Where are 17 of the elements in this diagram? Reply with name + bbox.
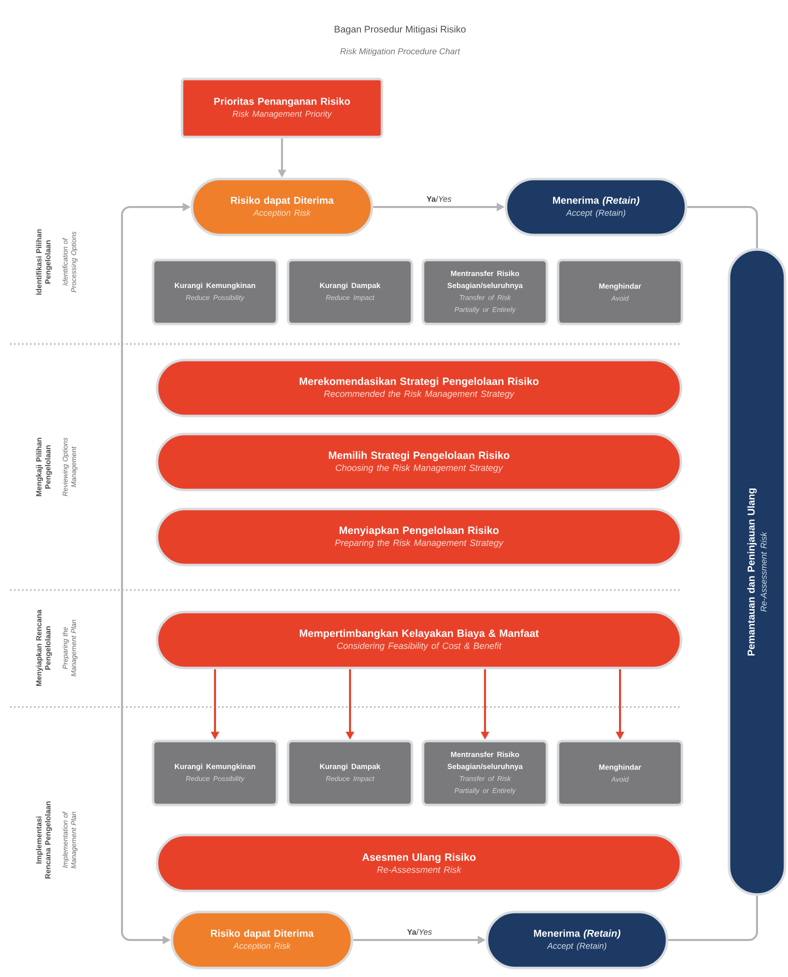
edge-label: Ya/Yes	[426, 194, 452, 203]
edge-label: Ya/Yes	[406, 928, 433, 936]
process-box: Prioritas Penanganan Risiko Risk Management Priority	[180, 78, 384, 138]
subtitle: Risk Mitigation Procedure Chart	[340, 48, 460, 56]
decision-box: Risiko dapat Diterima Acception Risk	[170, 910, 354, 970]
process-box: Asesmen Ulang Risiko Re-Assessment Risk	[156, 834, 682, 892]
connector-line	[668, 896, 758, 941]
connector-line	[687, 206, 758, 248]
decision-box: Risiko dapat Diterima Acception Risk	[190, 178, 374, 236]
title: Bagan Prosedur Mitigasi Risiko	[334, 26, 466, 34]
process-box: Mempertimbangkan Kelayakan Biaya & Manfaat Considering Feasibility of Cost & Benefit	[156, 610, 682, 670]
outcome-box: Menerima (Retain) Accept (Retain)	[504, 178, 688, 236]
process-box: Memilih Strategi Pengelolaan Risiko Choosing the Risk Management Strategy	[156, 432, 682, 492]
process-box: Merekomendasikan Strategi Pengelolaan Risiko Recommended the Risk Management Strategy	[156, 358, 682, 418]
monitoring-bar: Pemantauan dan Peninjauan Ulang Re-Assessment Risk	[728, 248, 786, 896]
outcome-box: Menerima (Retain) Accept (Retain)	[486, 910, 668, 970]
process-box: Menyiapkan Pengelolaan Risiko Preparing the Risk Management Strategy	[156, 508, 682, 566]
